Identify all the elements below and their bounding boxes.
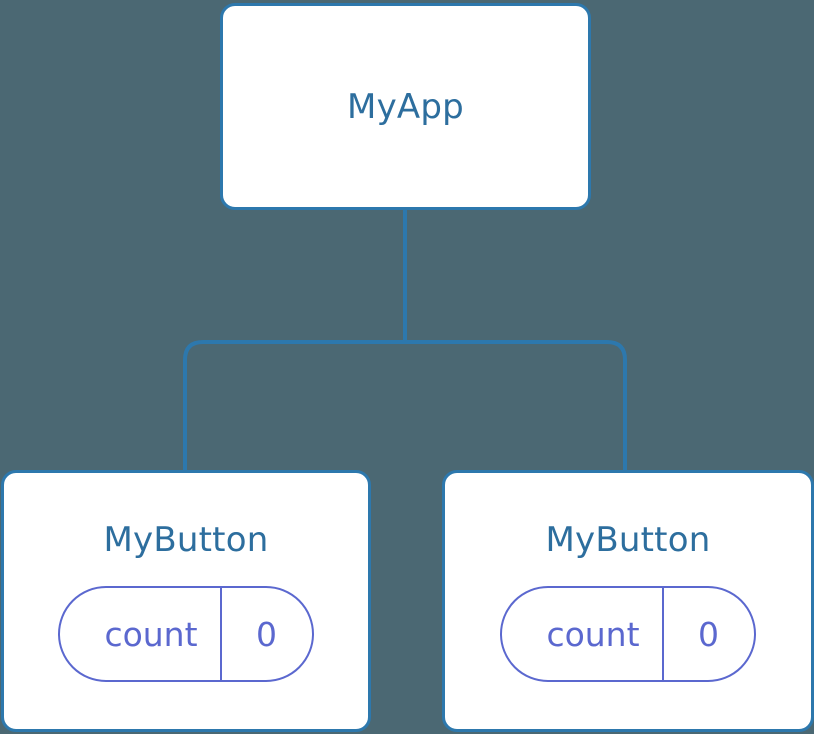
- state-key: count: [104, 614, 198, 654]
- node-myapp[interactable]: MyApp: [220, 3, 591, 210]
- state-pill[interactable]: count 0: [500, 586, 756, 682]
- node-mybutton-1[interactable]: MyButton count 0: [1, 470, 371, 732]
- state-value: 0: [219, 588, 312, 680]
- state-value: 0: [661, 588, 754, 680]
- state-key: count: [546, 614, 640, 654]
- node-title: MyButton: [103, 520, 269, 560]
- node-title: MyButton: [545, 520, 711, 560]
- node-mybutton-2[interactable]: MyButton count 0: [442, 470, 814, 732]
- node-title: MyApp: [347, 86, 464, 127]
- edge-child-bus: [183, 340, 627, 472]
- state-pill[interactable]: count 0: [58, 586, 314, 682]
